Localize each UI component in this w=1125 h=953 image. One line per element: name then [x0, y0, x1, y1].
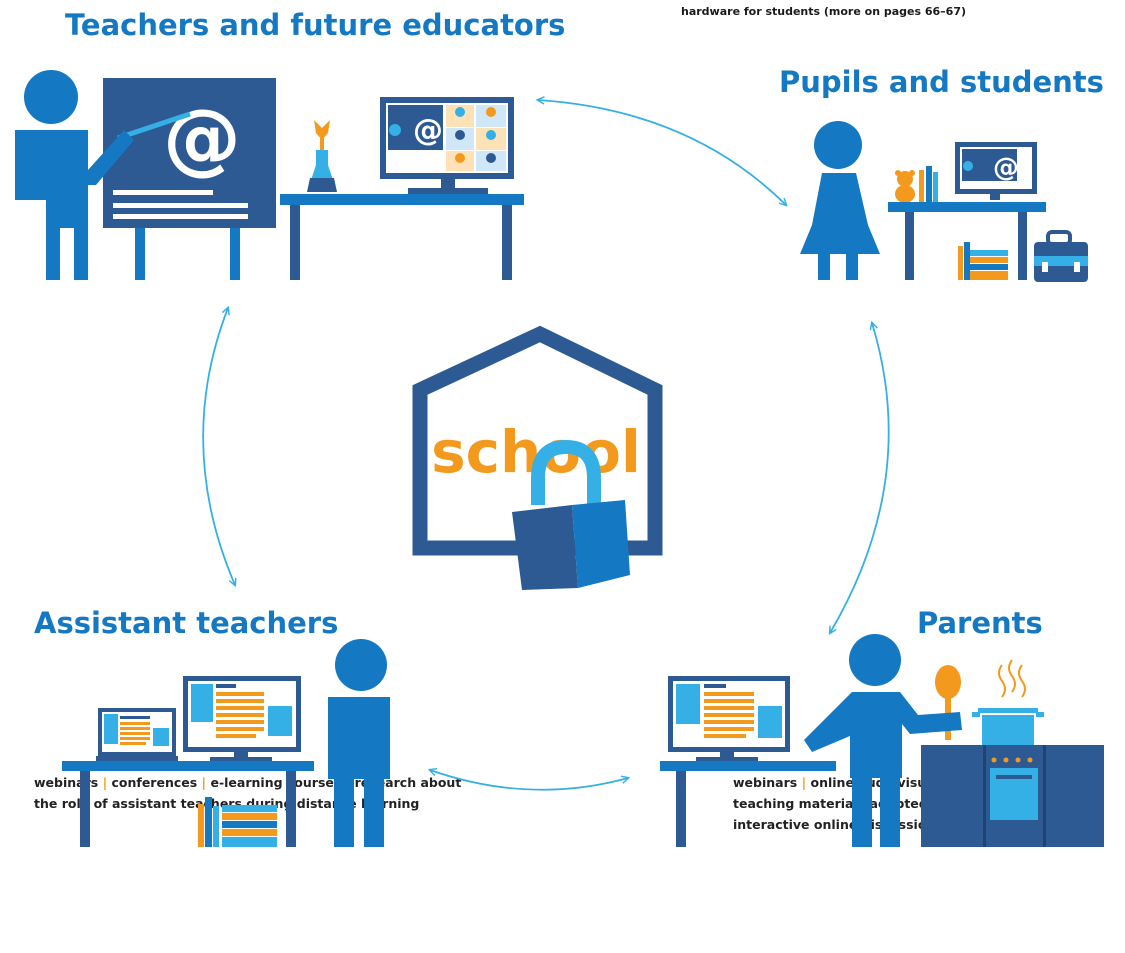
books-stack-icon — [958, 242, 1008, 280]
arrow-teachers-assistants — [202, 308, 235, 585]
assistants-caption-line2: the role of assistant teachers during di… — [34, 796, 420, 811]
school-bag-icon — [1034, 230, 1088, 282]
desk-icon — [280, 194, 524, 280]
monitor-icon: @ — [380, 97, 514, 194]
teddy-bear-icon — [895, 170, 915, 203]
student-icon — [800, 121, 880, 280]
stove-icon — [921, 745, 1104, 847]
top-note: hardware for students (more on pages 66–… — [681, 5, 967, 18]
house-outline-icon — [412, 325, 663, 556]
desk-icon-parents — [660, 761, 836, 847]
parents-title: Parents — [917, 606, 1043, 640]
flask-icon — [307, 120, 337, 192]
blackboard-icon — [103, 78, 276, 280]
padlock-icon — [512, 439, 630, 590]
teacher-icon — [15, 70, 134, 280]
monitor-icon-parents — [668, 676, 790, 762]
books-icon-assistants — [198, 797, 277, 847]
desk-icon-assistants — [62, 761, 314, 847]
pupils-title: Pupils and students — [779, 65, 1104, 99]
svg-text:@: @ — [993, 153, 1019, 183]
monitor-icon-assistants — [183, 676, 301, 762]
person-icon — [328, 639, 390, 847]
books-icon — [919, 166, 938, 202]
laptop-icon — [96, 708, 178, 761]
arrows — [202, 100, 890, 791]
arrow-teachers-pupils — [538, 100, 786, 205]
teachers-title: Teachers and future educators — [65, 8, 566, 42]
cooking-pot-icon — [972, 659, 1044, 745]
arrow-pupils-parents — [830, 323, 890, 633]
at-sign-icon: @ — [163, 94, 241, 184]
assistants-title: Assistant teachers — [34, 606, 339, 640]
parent-icon — [804, 634, 962, 847]
monitor-icon-pupils: @ — [955, 142, 1037, 200]
pointer-stick — [117, 111, 191, 141]
arrow-assistants-parents — [430, 770, 628, 791]
svg-text:@: @ — [413, 113, 443, 148]
desk-icon-pupils — [888, 202, 1046, 280]
